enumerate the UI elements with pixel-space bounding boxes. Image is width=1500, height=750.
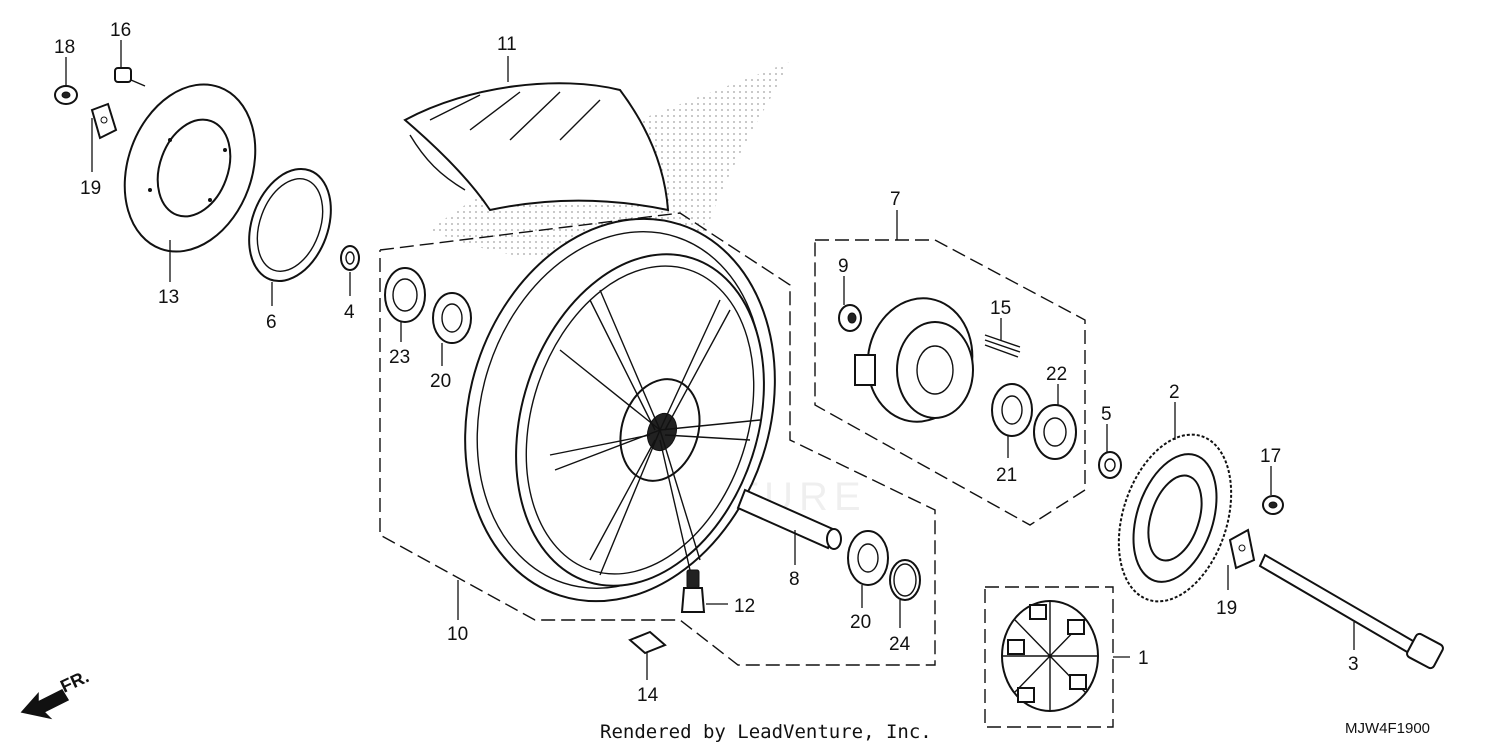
callout-8: 8 xyxy=(789,569,800,590)
dust-seal xyxy=(248,167,332,283)
rear-axle xyxy=(1258,553,1444,670)
callout-9: 9 xyxy=(838,256,849,277)
bearing-23 xyxy=(384,267,426,323)
front-arrow-icon xyxy=(20,689,70,720)
wheel-rim xyxy=(464,217,776,603)
tire-valve xyxy=(680,569,706,613)
sprocket-hub xyxy=(854,297,974,423)
lock-washer-19-left xyxy=(90,102,118,140)
tire xyxy=(403,82,670,212)
brake-disc xyxy=(123,83,257,253)
leader-lines xyxy=(65,40,1355,680)
callout-10: 10 xyxy=(447,624,468,645)
nut-18 xyxy=(54,85,78,105)
callout-18: 18 xyxy=(54,37,75,58)
callout-3: 3 xyxy=(1348,654,1359,675)
callout-23: 23 xyxy=(389,347,410,368)
callout-12: 12 xyxy=(734,596,755,617)
callout-14: 14 xyxy=(637,685,659,706)
callout-20-left: 20 xyxy=(430,371,451,392)
bearing-22 xyxy=(1033,404,1077,460)
callout-13: 13 xyxy=(158,287,179,308)
lock-washer-19-right xyxy=(1228,528,1256,570)
callout-numbers: 18 16 19 13 6 4 23 20 11 7 9 15 22 21 5 … xyxy=(54,20,1359,706)
damper-outline xyxy=(984,586,1114,728)
bearing-20-left xyxy=(432,292,472,344)
bearing-20-right xyxy=(847,530,889,586)
collar-5 xyxy=(1098,451,1122,479)
callout-5: 5 xyxy=(1101,404,1112,425)
callout-6: 6 xyxy=(266,312,277,333)
distance-collar xyxy=(736,488,842,550)
callout-7: 7 xyxy=(890,189,901,210)
callout-24: 24 xyxy=(889,634,911,655)
nut-17 xyxy=(1262,495,1284,515)
front-direction-indicator: FR. xyxy=(20,666,92,720)
damper-rubber xyxy=(1001,600,1099,712)
callout-2: 2 xyxy=(1169,382,1180,403)
circlip-24 xyxy=(889,559,921,601)
collar xyxy=(340,245,360,271)
collar-9 xyxy=(838,304,862,332)
callout-17: 17 xyxy=(1260,446,1281,467)
diagram-code: MJW4F1900 xyxy=(1345,720,1430,737)
callout-4: 4 xyxy=(344,302,355,323)
callout-21: 21 xyxy=(996,465,1017,486)
callout-19-left: 19 xyxy=(80,178,101,199)
callout-22: 22 xyxy=(1046,364,1067,385)
callout-20-right: 20 xyxy=(850,612,871,633)
callout-1: 1 xyxy=(1138,648,1149,669)
bolt-16 xyxy=(114,67,146,87)
hub-assembly-outline xyxy=(814,239,1086,526)
render-credit: Rendered by LeadVenture, Inc. xyxy=(600,721,932,743)
bearing-21 xyxy=(991,383,1033,437)
wheel-assembly-outline xyxy=(379,212,936,666)
callout-15: 15 xyxy=(990,298,1011,319)
callout-16: 16 xyxy=(110,20,131,41)
balance-weight xyxy=(628,630,667,655)
callout-19-right: 19 xyxy=(1216,598,1237,619)
final-driven-sprocket xyxy=(1117,433,1233,603)
callout-11: 11 xyxy=(497,34,517,55)
stud-bolt-15 xyxy=(984,334,1021,358)
